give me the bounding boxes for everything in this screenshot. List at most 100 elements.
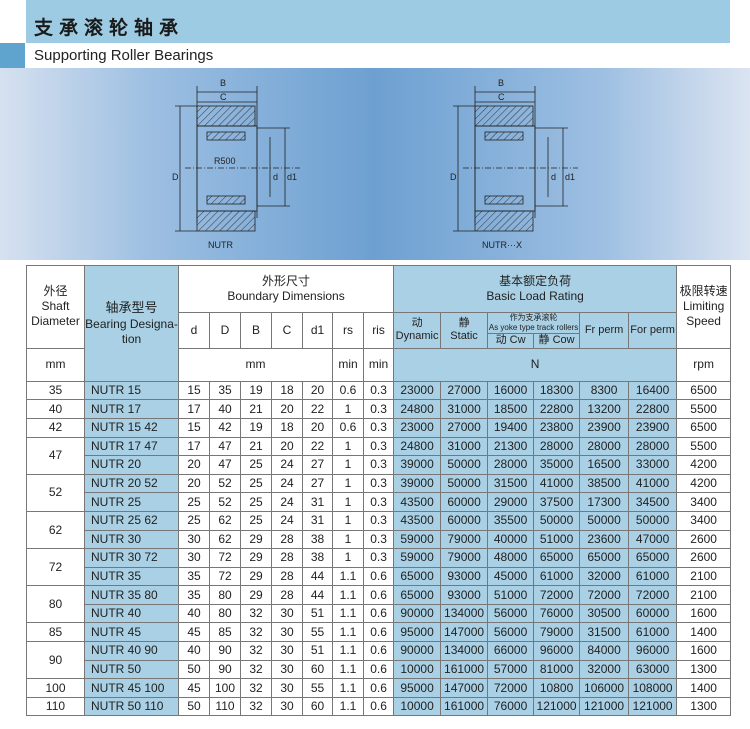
cell-value: 65000 — [533, 548, 581, 568]
cell-value: 39000 — [393, 473, 442, 494]
cell-value: 0.3 — [362, 436, 395, 457]
cell-value: 27000 — [440, 380, 489, 401]
diagram-area: B C D d d1 R500 NUTR B C D d d1 NUTR···X — [0, 68, 750, 260]
cell-value: 51000 — [533, 529, 581, 550]
cell-value: 24 — [271, 473, 303, 494]
label-c: C — [498, 92, 505, 102]
cell-value: 32 — [240, 603, 272, 624]
cell-value: 19 — [240, 380, 272, 401]
cell-value: 10800 — [533, 678, 581, 698]
cell-value: 28000 — [533, 436, 581, 457]
cell-value: 21 — [240, 399, 272, 419]
cell-designation: NUTR 30 72 — [84, 548, 179, 568]
cell-value: 24800 — [393, 436, 442, 457]
cell-value: 93000 — [440, 566, 489, 587]
col-fr-perm: Fr perm — [579, 312, 630, 349]
cell-value: 50000 — [628, 510, 678, 531]
cell-value: 65000 — [393, 566, 442, 587]
cell-value: 0.6 — [362, 603, 395, 624]
cell-value: 95000 — [393, 678, 442, 698]
col-d: d — [178, 312, 210, 349]
cell-value: 17300 — [579, 492, 630, 512]
label-d1: d1 — [565, 172, 576, 182]
cell-value: 0.3 — [362, 455, 395, 475]
cell-value: 35 — [209, 380, 241, 401]
cell-value: 60 — [302, 659, 333, 680]
cell-value: 2100 — [676, 566, 732, 587]
cell-value: 93000 — [440, 585, 489, 605]
cell-value: 25 — [240, 510, 272, 531]
cell-designation: NUTR 50 — [84, 659, 179, 680]
unit-load: N — [393, 347, 678, 382]
cell-value: 38 — [302, 548, 333, 568]
cell-value: 0.6 — [332, 417, 364, 438]
cell-value: 27 — [302, 473, 333, 494]
cell-value: 32 — [240, 659, 272, 680]
cell-value: 108000 — [628, 678, 678, 698]
cell-value: 1 — [332, 455, 364, 475]
cell-value: 22800 — [628, 399, 678, 419]
cell-value: 15 — [178, 380, 210, 401]
cell-designation: NUTR 25 62 — [84, 510, 179, 531]
cell-designation: NUTR 17 47 — [84, 436, 179, 457]
cell-value: 39000 — [393, 455, 442, 475]
cell-value: 110 — [209, 696, 241, 717]
cell-shaft: 40 — [26, 399, 85, 419]
cell-value: 41000 — [533, 473, 581, 494]
cell-value: 31000 — [440, 436, 489, 457]
cell-value: 40 — [209, 399, 241, 419]
unit-shaft: mm — [26, 347, 85, 382]
cell-value: 23900 — [579, 417, 630, 438]
cell-value: 17 — [178, 436, 210, 457]
cell-value: 24 — [271, 510, 303, 531]
cell-value: 43500 — [393, 510, 442, 531]
cell-value: 1.1 — [332, 696, 364, 717]
cell-value: 161000 — [440, 659, 489, 680]
cell-designation: NUTR 45 100 — [84, 678, 179, 698]
cell-value: 23600 — [579, 529, 630, 550]
cell-value: 134000 — [440, 603, 489, 624]
cell-value: 18 — [271, 380, 303, 401]
cell-value: 1 — [332, 548, 364, 568]
cell-value: 1 — [332, 399, 364, 419]
cell-value: 17 — [178, 399, 210, 419]
cell-value: 20 — [178, 455, 210, 475]
cell-value: 32 — [240, 696, 272, 717]
cell-value: 0.3 — [362, 399, 395, 419]
cell-value: 10000 — [393, 659, 442, 680]
cell-value: 35500 — [487, 510, 535, 531]
cell-shaft: 85 — [26, 622, 85, 643]
cell-value: 30 — [271, 678, 303, 698]
cell-value: 29 — [240, 585, 272, 605]
cell-value: 96000 — [628, 641, 678, 661]
cell-value: 51000 — [487, 585, 535, 605]
cell-value: 2600 — [676, 529, 732, 550]
cell-designation: NUTR 45 — [84, 622, 179, 643]
cell-value: 20 — [178, 473, 210, 494]
cell-value: 28 — [271, 585, 303, 605]
accent-square — [0, 43, 25, 68]
unit-dim: mm — [178, 347, 333, 382]
cell-value: 27 — [302, 455, 333, 475]
cell-value: 0.6 — [362, 641, 395, 661]
cell-value: 106000 — [579, 678, 630, 698]
cell-shaft: 90 — [26, 641, 85, 680]
cell-value: 57000 — [487, 659, 535, 680]
label-b: B — [220, 78, 227, 88]
cell-designation: NUTR 15 42 — [84, 417, 179, 438]
cell-value: 22 — [302, 436, 333, 457]
cell-value: 40000 — [487, 529, 535, 550]
cell-value: 47 — [209, 455, 241, 475]
